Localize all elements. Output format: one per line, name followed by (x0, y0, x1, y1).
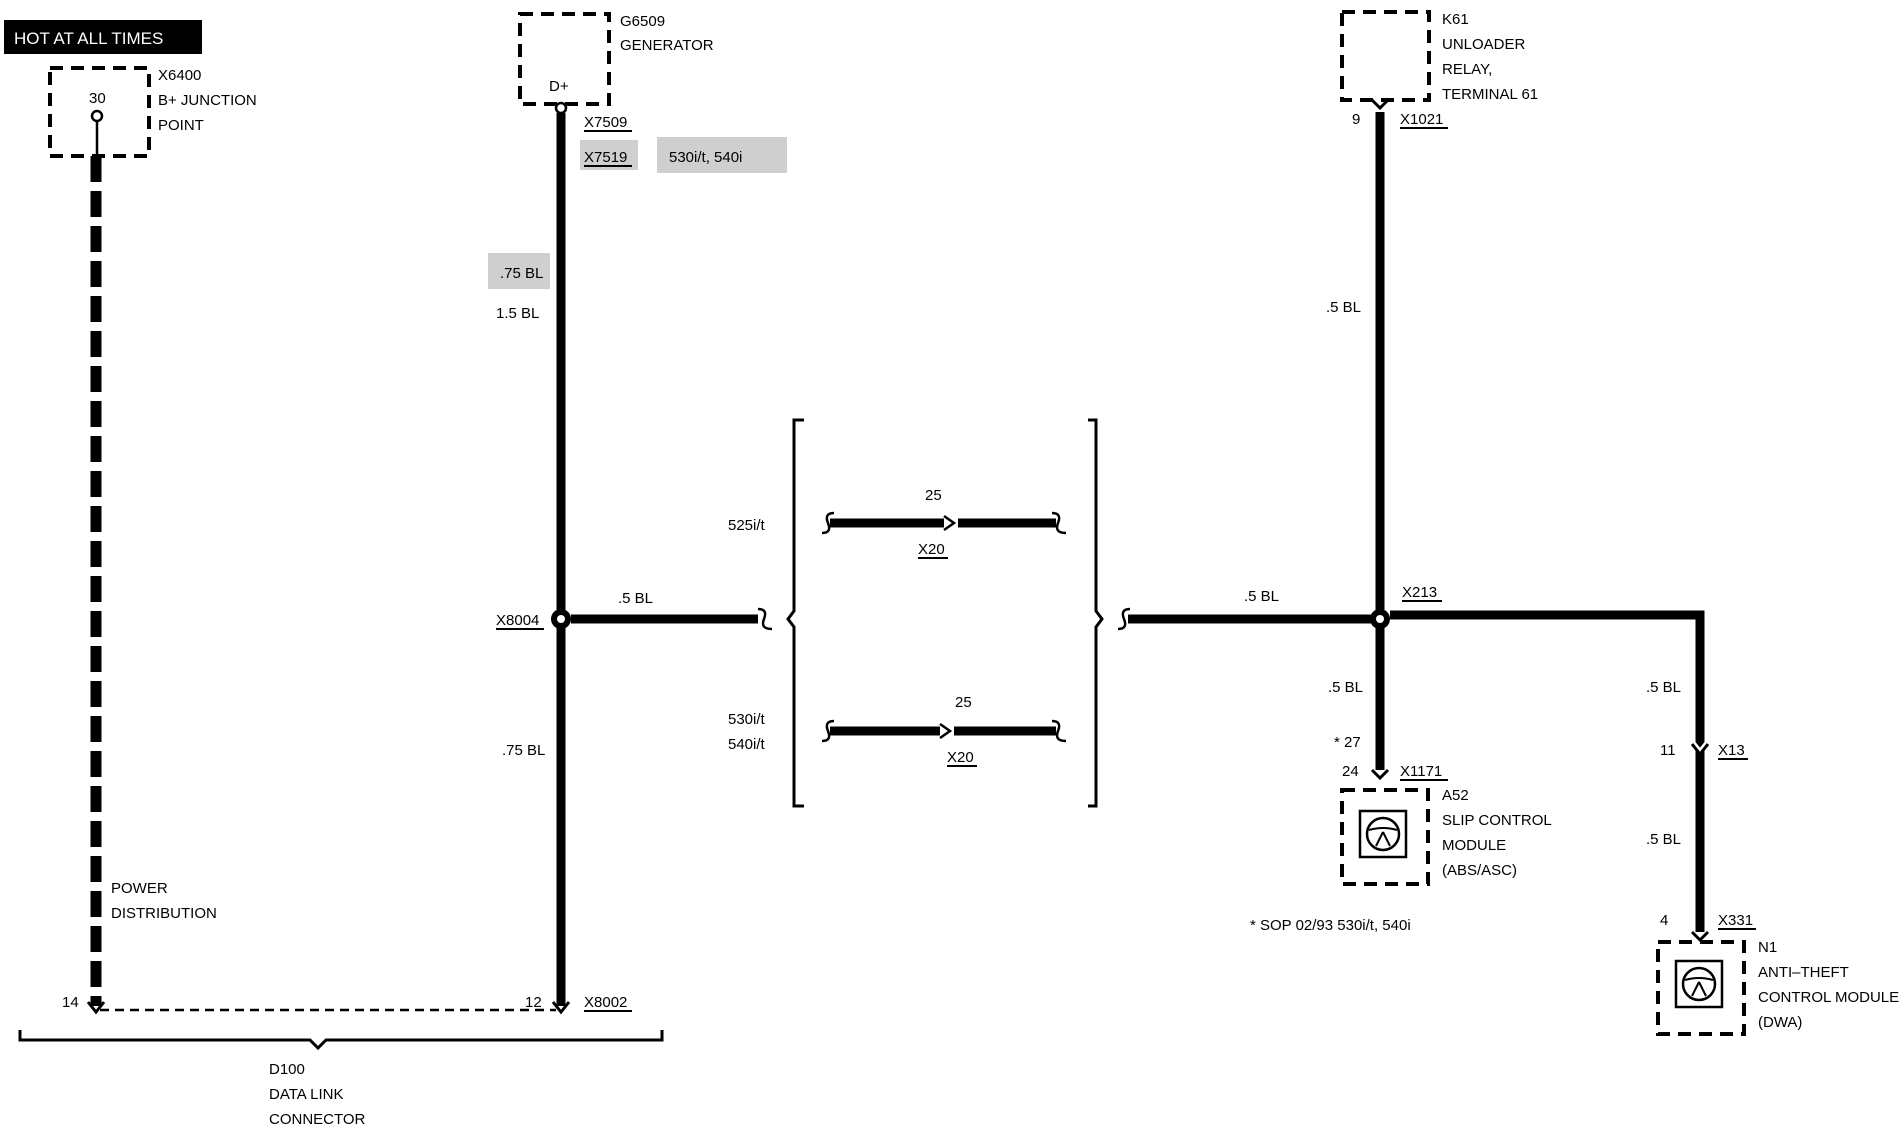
variant-upper-label: 525i/t (728, 517, 766, 534)
d100-brace (18, 1030, 664, 1051)
x8004-down-gauge: .75 BL (502, 742, 545, 759)
x1171-label: X1171 (1400, 763, 1442, 780)
gen-wire-gauge: 1.5 BL (496, 305, 539, 322)
x20b-label: X20 (947, 749, 974, 766)
n1-line2: CONTROL MODULE (1758, 989, 1899, 1006)
a52-slip-control-module: A52 SLIP CONTROL MODULE (ABS/ASC) (1340, 787, 1552, 886)
x331-label: X331 (1718, 912, 1753, 929)
g6509-generator: D+ G6509 GENERATOR (518, 12, 714, 115)
n1-line1: ANTI–THEFT (1758, 964, 1849, 981)
gen-wire-gauge-alt: .75 BL (500, 265, 543, 282)
d100-line1: DATA LINK (269, 1086, 343, 1103)
x13-pin: 11 (1660, 742, 1676, 759)
k61-line1: UNLOADER (1442, 36, 1526, 53)
d100-id: D100 (269, 1061, 305, 1078)
power-distribution-line2: DISTRIBUTION (111, 905, 217, 922)
a52-line1: SLIP CONTROL (1442, 812, 1552, 829)
x8002-label: X8002 (584, 994, 627, 1011)
power-distribution-line1: POWER (111, 880, 168, 897)
x1021-pin: 9 (1352, 111, 1360, 128)
variant-bracket-right (1088, 418, 1104, 808)
x7519-variant-note: 530i/t, 540i (669, 149, 742, 166)
n1-line3: (DWA) (1758, 1014, 1802, 1031)
x13-label: X13 (1718, 742, 1745, 759)
x8002-pin: 12 (525, 994, 542, 1011)
x6400-id: X6400 (158, 67, 201, 84)
n1-anti-theft-module: N1 ANTI–THEFT CONTROL MODULE (DWA) (1656, 939, 1899, 1036)
x20a-label: X20 (918, 541, 945, 558)
x1171-note: * 27 (1334, 734, 1361, 751)
d100-pin14: 14 (62, 994, 79, 1011)
x331-pin: 4 (1660, 912, 1668, 929)
generator-pin-label: D+ (549, 78, 569, 95)
variant-note-shade (657, 137, 787, 173)
n1-wire (1390, 610, 1705, 932)
variant-lower-line2: 540i/t (728, 736, 766, 753)
k61-line2: RELAY, (1442, 61, 1492, 78)
x6400-pin-label: 30 (89, 90, 106, 107)
a52-module-icon (1365, 816, 1401, 852)
k61-line3: TERMINAL 61 (1442, 86, 1538, 103)
a52-id: A52 (1442, 787, 1469, 804)
a52-line3: (ABS/ASC) (1442, 862, 1517, 879)
n1-wire-gauge-upper: .5 BL (1646, 679, 1681, 696)
x20b-pin: 25 (955, 694, 972, 711)
x20a-pin: 25 (925, 487, 942, 504)
x6400-line1: B+ JUNCTION (158, 92, 257, 109)
x6400-junction-point: 30 X6400 B+ JUNCTION POINT (48, 66, 257, 158)
k61-id: K61 (1442, 11, 1469, 28)
banner-text: HOT AT ALL TIMES (14, 29, 163, 48)
generator-id: G6509 (620, 13, 665, 30)
a52-line2: MODULE (1442, 837, 1506, 854)
x213-label: X213 (1402, 584, 1437, 601)
n1-module-icon (1681, 966, 1717, 1002)
x6400-line2: POINT (158, 117, 204, 134)
x1021-label: X1021 (1400, 111, 1443, 128)
wire-gauge-shade (488, 253, 550, 289)
hot-at-all-times-banner: HOT AT ALL TIMES (4, 20, 202, 54)
sop-note: * SOP 02/93 530i/t, 540i (1250, 917, 1411, 934)
k61-unloader-relay: K61 UNLOADER RELAY, TERMINAL 61 (1340, 10, 1538, 103)
k61-wire-gauge: .5 BL (1326, 299, 1361, 316)
n1-wire-gauge-lower: .5 BL (1646, 831, 1681, 848)
generator-line1: GENERATOR (620, 37, 714, 54)
x8004-label: X8004 (496, 612, 539, 629)
x213-left-gauge: .5 BL (1244, 588, 1279, 605)
x7509-label: X7509 (584, 114, 627, 131)
d100-line2: CONNECTOR (269, 1111, 366, 1128)
variant-bracket-left (786, 418, 804, 808)
n1-id: N1 (1758, 939, 1777, 956)
x8004-branch-gauge: .5 BL (618, 590, 653, 607)
a52-wire-gauge: .5 BL (1328, 679, 1363, 696)
x7519-label: X7519 (584, 149, 627, 166)
x1171-pin: 24 (1342, 763, 1359, 780)
variant-lower-line1: 530i/t (728, 711, 766, 728)
